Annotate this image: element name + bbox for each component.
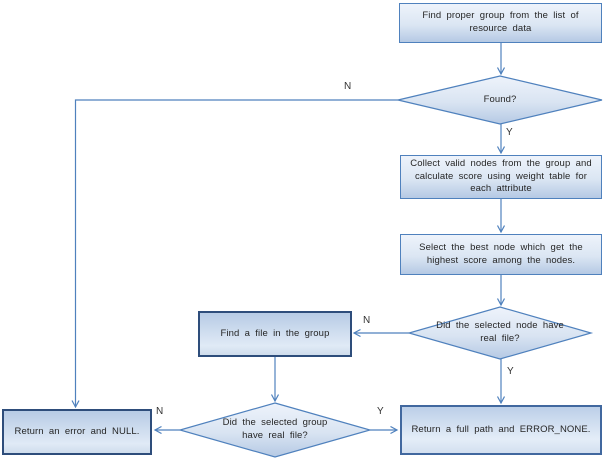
process-find-group-label: Find proper group from the list of resou…: [422, 10, 579, 34]
decision-node-has-file: Did the selected node have real file?: [435, 307, 565, 359]
terminator-return-error: Return an error and NULL.: [2, 409, 152, 455]
decision-found-label: Found?: [483, 93, 517, 105]
terminator-return-error-label: Return an error and NULL.: [14, 425, 140, 437]
process-find-group: Find proper group from the list of resou…: [399, 3, 602, 43]
edge-label-node-y: Y: [507, 366, 514, 377]
decision-node-has-file-label: Did the selected node have real file?: [436, 320, 564, 344]
edge-label-found-n: N: [344, 81, 352, 92]
decision-found: Found?: [398, 76, 602, 124]
terminator-return-path: Return a full path and ERROR_NONE.: [400, 405, 602, 455]
process-collect-nodes: Collect valid nodes from the group and c…: [400, 155, 602, 199]
process-select-best-node-label: Select the best node which get the highe…: [419, 241, 583, 266]
edge-found-n-to-returnerror: [76, 99, 398, 407]
process-collect-nodes-label: Collect valid nodes from the group and c…: [410, 158, 592, 195]
terminator-return-path-label: Return a full path and ERROR_NONE.: [411, 423, 591, 435]
decision-found-shape: [397, 75, 603, 125]
decision-group-has-file-shape: [177, 402, 373, 458]
process-select-best-node: Select the best node which get the highe…: [400, 234, 602, 275]
process-find-file: Find a file in the group: [198, 311, 352, 357]
edge-label-found-y: Y: [506, 127, 513, 138]
edge-label-node-n: N: [363, 315, 371, 326]
decision-group-has-file: Did the selected group have real file?: [210, 403, 340, 457]
process-find-file-label: Find a file in the group: [220, 327, 330, 339]
edge-label-group-n: N: [156, 406, 164, 417]
decision-node-has-file-shape: [406, 306, 594, 360]
edge-label-group-y: Y: [377, 406, 384, 417]
decision-group-has-file-label: Did the selected group have real file?: [222, 417, 328, 441]
